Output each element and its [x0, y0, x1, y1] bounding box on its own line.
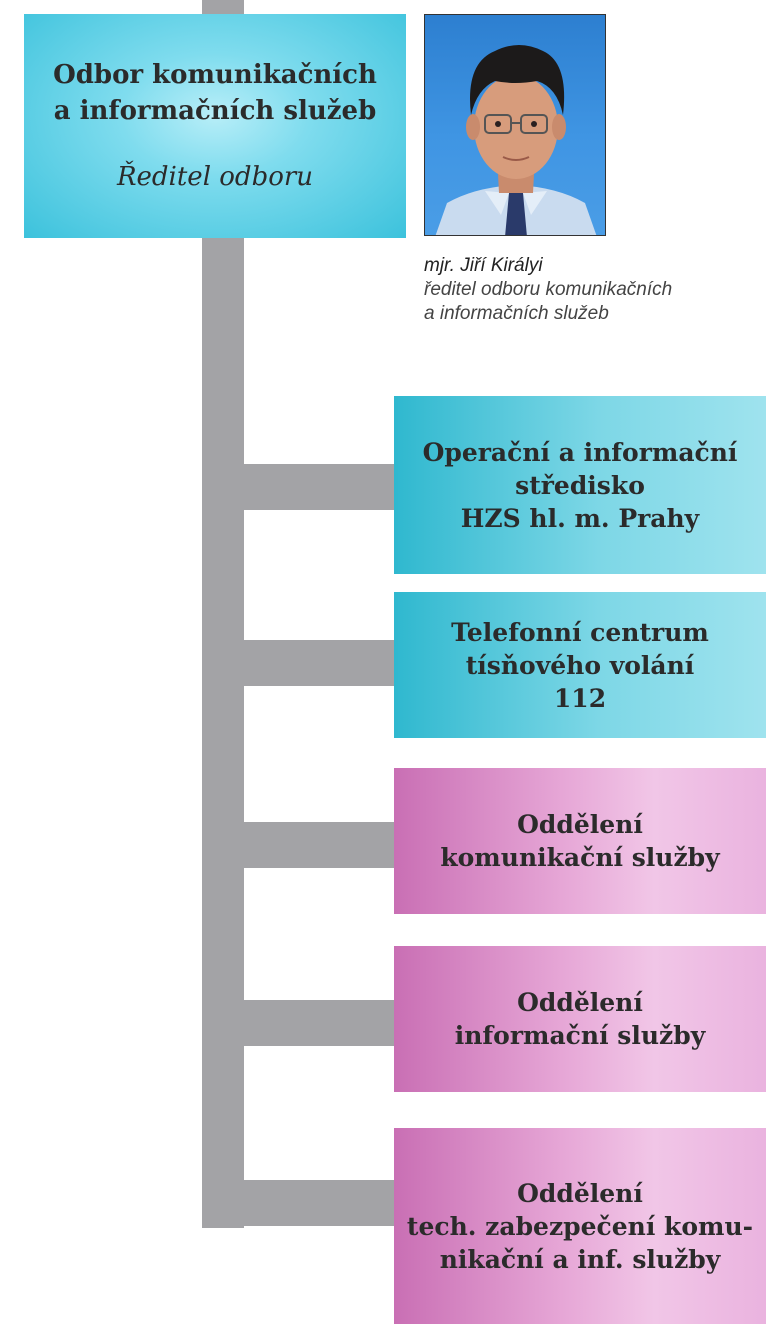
connector-branch-3: [244, 822, 394, 868]
unit-3-line-1: Oddělení: [517, 810, 643, 839]
unit-2-line-2: tísňového volání: [465, 650, 695, 680]
unit-box-3: Oddělení komunikační služby: [394, 768, 766, 914]
director-title-line1: ředitel odboru komunikačních: [424, 279, 673, 300]
unit-5-line-3: nikační a inf. služby: [439, 1244, 721, 1274]
portrait-image: [435, 45, 597, 235]
connector-branch-4: [244, 1000, 394, 1046]
unit-box-2: Telefonní centrum tísňového volání 112: [394, 592, 766, 738]
department-name-line1: Odbor komunikačních: [53, 60, 377, 90]
director-name: mjr. Jiří Királyi: [424, 255, 543, 276]
unit-5-line-1: Oddělení: [517, 1178, 643, 1208]
unit-1-line-1: Operační a informační: [422, 437, 738, 467]
unit-1-line-3: HZS hl. m. Prahy: [460, 503, 700, 533]
unit-box-1: Operační a informační středisko HZS hl. …: [394, 396, 766, 574]
unit-box-5: Oddělení tech. zabezpečení komu- nikační…: [394, 1128, 766, 1324]
unit-3-line-2: komunikační služby: [440, 843, 720, 872]
department-head-box: Odbor komunikačních a informačních služe…: [24, 14, 406, 238]
unit-box-4: Oddělení informační služby: [394, 946, 766, 1092]
unit-1-line-2: středisko: [515, 470, 645, 500]
department-role: Ředitel odboru: [116, 162, 314, 192]
director-title-line2: a informačních služeb: [424, 303, 609, 324]
director-portrait-photo: [424, 14, 606, 236]
unit-5-line-2: tech. zabezpečení komu-: [406, 1211, 754, 1241]
connector-branch-1: [244, 464, 394, 510]
connector-branch-5: [244, 1180, 394, 1226]
connector-branch-2: [244, 640, 394, 686]
department-name-line2: a informačních služeb: [53, 96, 377, 126]
unit-2-line-3: 112: [553, 683, 607, 713]
unit-2-line-1: Telefonní centrum: [451, 617, 709, 647]
unit-4-line-2: informační služby: [454, 1021, 706, 1050]
portrait-caption: mjr. Jiří Királyi ředitel odboru komunik…: [424, 254, 764, 326]
unit-4-line-1: Oddělení: [517, 988, 643, 1017]
